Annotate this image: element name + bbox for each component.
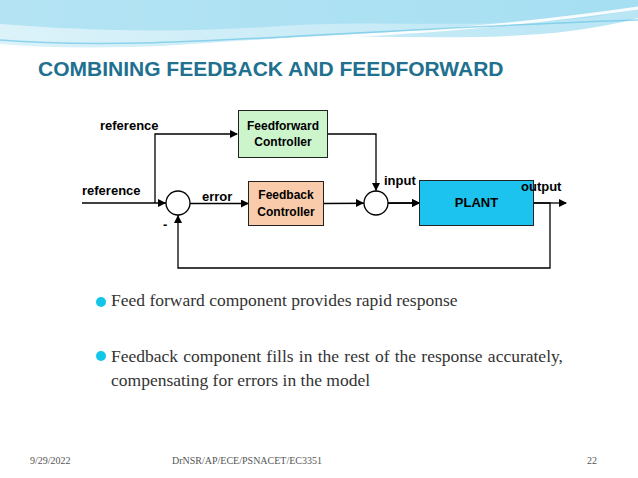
arrow-head xyxy=(356,199,364,207)
slide-title: COMBINING FEEDBACK AND FEEDFORWARD xyxy=(38,57,504,81)
arrow-head xyxy=(230,130,238,138)
slide-number: 22 xyxy=(587,455,597,466)
bullet-text: Feedback component fills in the rest of … xyxy=(111,344,563,392)
bullet-text: Feed forward component provides rapid re… xyxy=(111,290,458,311)
node-text-group: PLANT xyxy=(455,194,498,212)
signal-label: output xyxy=(521,179,561,194)
node-label: Feedback Controller xyxy=(249,187,323,219)
node-text-group: Feedforward Controller xyxy=(239,118,327,150)
arrow-head xyxy=(158,199,166,207)
plant-box: PLANT xyxy=(419,180,534,226)
signal-label: reference xyxy=(100,118,159,133)
reference-branch-wire xyxy=(155,134,237,203)
feedback-controller-box: Feedback Controller xyxy=(248,181,324,226)
arrow-head xyxy=(372,183,380,191)
summing-junction xyxy=(166,191,190,215)
reference-wire xyxy=(82,202,166,203)
footer-date: 9/29/2022 xyxy=(30,455,71,466)
feedforward-controller-box: Feedforward Controller xyxy=(238,110,328,158)
signal-label: input xyxy=(384,173,416,188)
node-text-group: Feedback Controller xyxy=(249,187,323,219)
sign-label: - xyxy=(163,217,167,232)
bullet-marker xyxy=(96,297,106,307)
summing-junction xyxy=(364,191,388,215)
node-label: PLANT xyxy=(455,194,498,212)
arrow-head xyxy=(174,215,182,223)
node-label: Feedforward Controller xyxy=(239,118,327,150)
footer-text: DrNSR/AP/ECE/PSNACET/EC3351 xyxy=(172,455,322,466)
bullet-marker xyxy=(96,351,106,361)
arrow-head xyxy=(559,199,567,207)
signal-label: error xyxy=(202,189,232,204)
signal-label: reference xyxy=(82,183,141,198)
